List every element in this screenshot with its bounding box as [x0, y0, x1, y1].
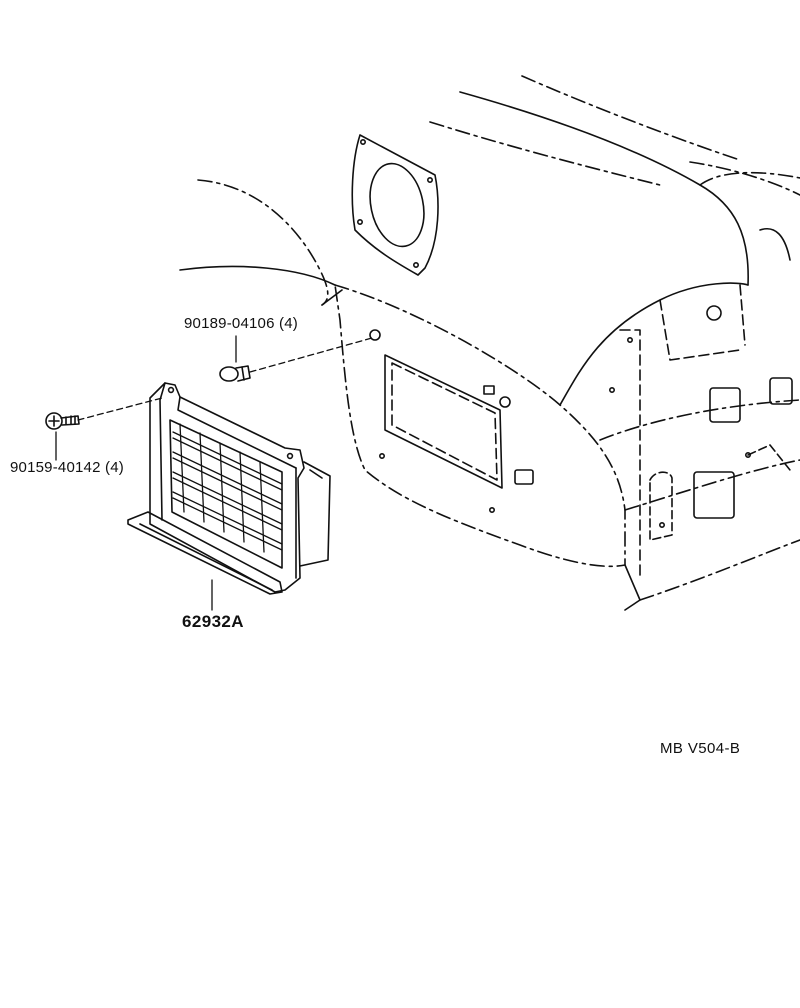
grille-louvers [172, 423, 283, 553]
part-label-screw: 90159-40142 (4) [10, 459, 124, 476]
part-number: 90189-04106 [184, 315, 275, 332]
part-label-grille: 62932A [182, 612, 244, 632]
part-quantity: (4) [279, 315, 298, 332]
part-number: 90159-40142 [10, 459, 101, 476]
body-panel [179, 75, 800, 611]
clip-fastener [219, 365, 251, 382]
part-label-clip: 90189-04106 (4) [184, 315, 298, 332]
part-number: 62932A [182, 612, 244, 631]
part-quantity: (4) [105, 459, 124, 476]
vent-grille [127, 382, 331, 595]
illustration-code: MB V504-B [660, 740, 741, 757]
leader-lines [55, 335, 373, 611]
screw-fastener [45, 412, 80, 430]
